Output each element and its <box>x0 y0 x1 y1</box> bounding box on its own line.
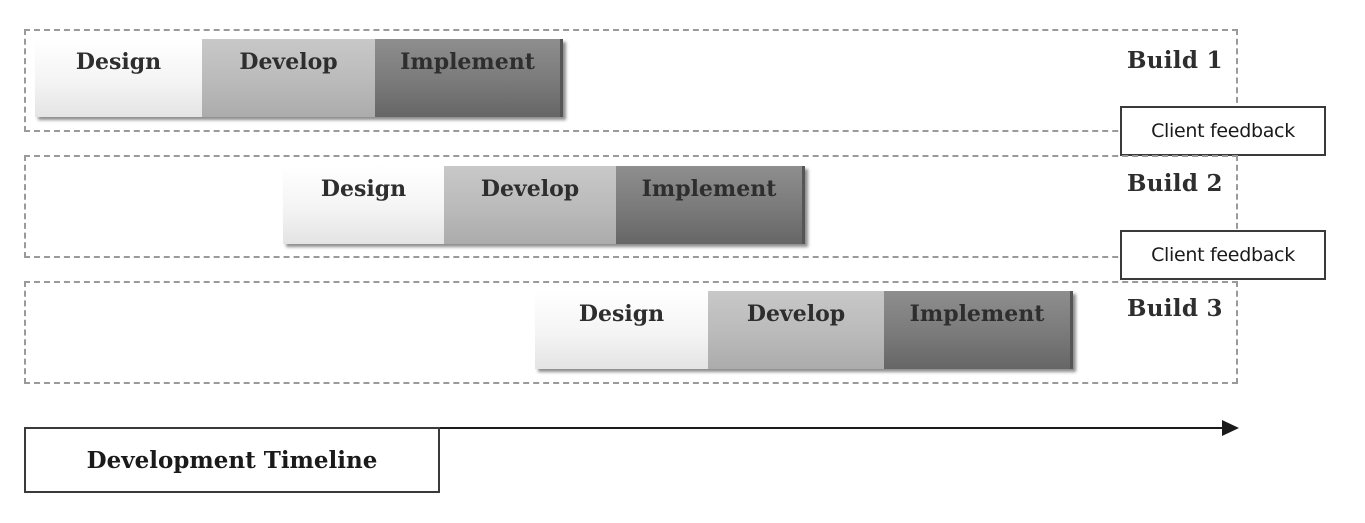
build-2-implement-phase: Implement <box>616 166 805 244</box>
build-1-implement-phase: Implement <box>375 39 563 117</box>
timeline-arrow-line <box>440 427 1224 429</box>
build-3-phase-bar: Design Develop Implement <box>535 291 1073 369</box>
development-timeline-box: Development Timeline <box>24 427 440 493</box>
build-3-frame <box>24 281 1238 384</box>
build-2-design-phase: Design <box>283 166 444 244</box>
build-2-develop-phase: Develop <box>444 166 616 244</box>
arrow-right-icon <box>1222 420 1239 436</box>
client-feedback-2-box: Client feedback <box>1120 230 1326 280</box>
build-3-develop-phase: Develop <box>708 291 884 369</box>
build-2-frame <box>24 155 1238 258</box>
build-1-design-phase: Design <box>35 39 202 117</box>
build-2-label: Build 2 <box>1127 170 1223 197</box>
build-1-label: Build 1 <box>1127 47 1223 74</box>
build-3-design-phase: Design <box>535 291 708 369</box>
build-1-frame <box>24 29 1238 132</box>
client-feedback-1-box: Client feedback <box>1120 106 1326 156</box>
build-1-phase-bar: Design Develop Implement <box>35 39 563 117</box>
build-2-phase-bar: Design Develop Implement <box>283 166 805 244</box>
build-3-implement-phase: Implement <box>884 291 1073 369</box>
build-1-develop-phase: Develop <box>202 39 375 117</box>
build-3-label: Build 3 <box>1127 295 1223 322</box>
